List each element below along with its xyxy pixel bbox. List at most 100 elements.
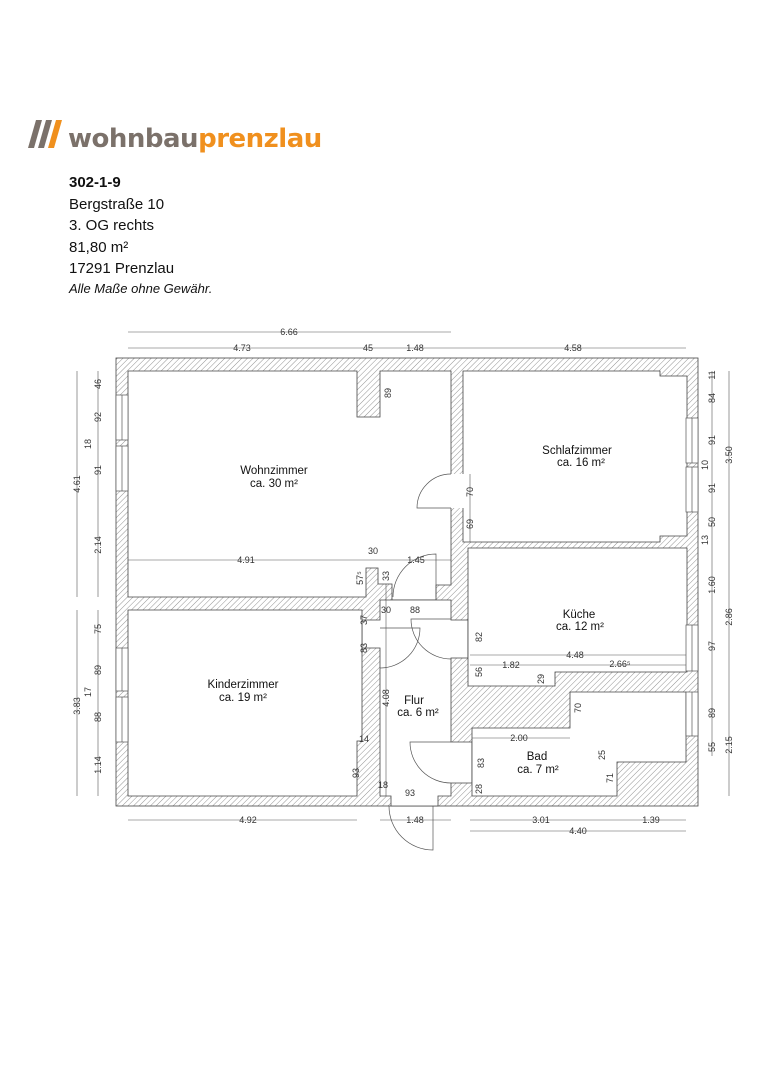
dim-label: 4.48 xyxy=(566,650,584,660)
room-area: ca. 12 m² xyxy=(556,621,604,633)
doorway-schlafzimmer xyxy=(450,474,464,508)
dim-label: 4.92 xyxy=(239,815,257,825)
dim-label: 3.01 xyxy=(532,815,550,825)
room-schlafzimmer xyxy=(462,370,688,543)
dim-label: 1.14 xyxy=(93,756,103,774)
dim-label: 29 xyxy=(536,674,546,684)
dim-label: 82 xyxy=(474,632,484,642)
logo-text-prenzlau: prenzlau xyxy=(198,124,322,154)
room-name: Küche xyxy=(563,609,596,621)
brand-logo: wohnbauprenzlau xyxy=(68,124,322,154)
door-bad xyxy=(409,741,452,784)
dim-label: 97 xyxy=(707,641,717,651)
dim-label: 3.50 xyxy=(724,446,734,464)
dim-label: 13 xyxy=(700,535,710,545)
room-area: ca. 16 m² xyxy=(557,457,605,469)
room-bad xyxy=(471,691,687,797)
dim-label: 10 xyxy=(700,460,710,470)
logo-text-wohnbau: wohnbau xyxy=(68,124,199,154)
dim-label: 83 xyxy=(359,643,369,653)
door-schlafzimmer xyxy=(416,473,452,509)
dim-label: 4.73 xyxy=(233,343,251,353)
dim-label: 88 xyxy=(410,605,420,615)
dim-label: 55 xyxy=(707,742,717,752)
dim-label: 56 xyxy=(474,667,484,677)
dim-label: 6.66 xyxy=(280,327,298,337)
dim-label: 2.86 xyxy=(724,608,734,626)
dim-label: 92 xyxy=(93,412,103,422)
dim-label: 1.48 xyxy=(406,815,424,825)
room-area: ca. 6 m² xyxy=(397,707,439,719)
door-kinderzimmer xyxy=(379,627,421,669)
room-name: Flur xyxy=(404,695,424,707)
dim-label: 30 xyxy=(368,546,378,556)
dim-label: 4.61 xyxy=(72,475,82,493)
dim-label: 93 xyxy=(405,788,415,798)
dim-label: 70 xyxy=(573,703,583,713)
logo-slashes-icon xyxy=(28,120,62,148)
dim-label: 75 xyxy=(93,624,103,634)
dim-label: 91 xyxy=(93,465,103,475)
room-name: Wohnzimmer xyxy=(240,465,308,477)
listing-id: 302-1-9 xyxy=(69,174,121,191)
room-area: ca. 30 m² xyxy=(250,478,298,490)
dim-label: 33 xyxy=(381,571,391,581)
listing-disclaimer: Alle Maße ohne Gewähr. xyxy=(69,280,213,296)
dim-label: 46 xyxy=(93,379,103,389)
dim-label: 71 xyxy=(605,773,615,783)
dim-label: 18 xyxy=(378,780,388,790)
room-name: Kinderzimmer xyxy=(208,679,279,691)
room-kinderzimmer xyxy=(127,609,363,797)
dim-label: 1.48 xyxy=(406,343,424,353)
listing-info: 302-1-9 Bergstraße 10 3. OG rechts 81,80… xyxy=(69,172,212,297)
dimension-lines xyxy=(76,331,730,832)
dim-label: 3.83 xyxy=(72,697,82,715)
dim-label: 45 xyxy=(363,343,373,353)
dim-label: 28 xyxy=(474,784,484,794)
door-kueche xyxy=(410,618,452,660)
dim-label: 25 xyxy=(597,750,607,760)
room-kueche xyxy=(467,547,688,687)
dim-label: 1.82 xyxy=(502,660,520,670)
dim-label: 2.15 xyxy=(724,736,734,754)
dim-label: 2.00 xyxy=(510,733,528,743)
dim-label: 37 xyxy=(359,615,369,625)
dim-label: 89 xyxy=(383,388,393,398)
room-name: Bad xyxy=(527,751,547,763)
listing-area: 81,80 m² xyxy=(69,238,129,256)
listing-city: 17291 Prenzlau xyxy=(69,260,175,277)
dim-label: 18 xyxy=(83,439,93,449)
room-area: ca. 19 m² xyxy=(219,692,267,704)
dim-label: 2.66⁵ xyxy=(609,659,631,669)
dim-label: 2.14 xyxy=(93,536,103,554)
dim-label: 30 xyxy=(381,605,391,615)
room-area: ca. 7 m² xyxy=(517,764,559,776)
door-wohnzimmer xyxy=(392,553,437,598)
door-entrance xyxy=(388,805,434,851)
dim-label: 83 xyxy=(476,758,486,768)
dim-label: 91 xyxy=(707,435,717,445)
dim-label: 4.40 xyxy=(569,826,587,836)
dim-label: 14 xyxy=(359,734,369,744)
dim-label: 17 xyxy=(83,687,93,697)
dim-label: 89 xyxy=(93,665,103,675)
listing-floor: 3. OG rechts xyxy=(69,217,155,234)
listing-street: Bergstraße 10 xyxy=(69,195,165,213)
dim-label: 1.45 xyxy=(407,555,425,565)
dim-label: 50 xyxy=(707,517,717,527)
dim-label: 11 xyxy=(707,370,717,379)
dim-label: 89 xyxy=(707,708,717,718)
windows xyxy=(115,394,699,743)
dim-label: 70 xyxy=(465,487,475,497)
dim-label: 1.39 xyxy=(642,815,660,825)
dim-label: 57⁵ xyxy=(355,571,365,585)
dim-label: 93 xyxy=(351,768,361,778)
dim-label: 84 xyxy=(707,393,717,403)
dim-label: 69 xyxy=(465,519,475,529)
dim-label: 91 xyxy=(707,483,717,493)
room-name: Schlafzimmer xyxy=(542,445,612,457)
dim-label: 4.08 xyxy=(381,689,391,707)
dim-label: 88 xyxy=(93,712,103,722)
dim-label: 4.91 xyxy=(237,555,255,565)
